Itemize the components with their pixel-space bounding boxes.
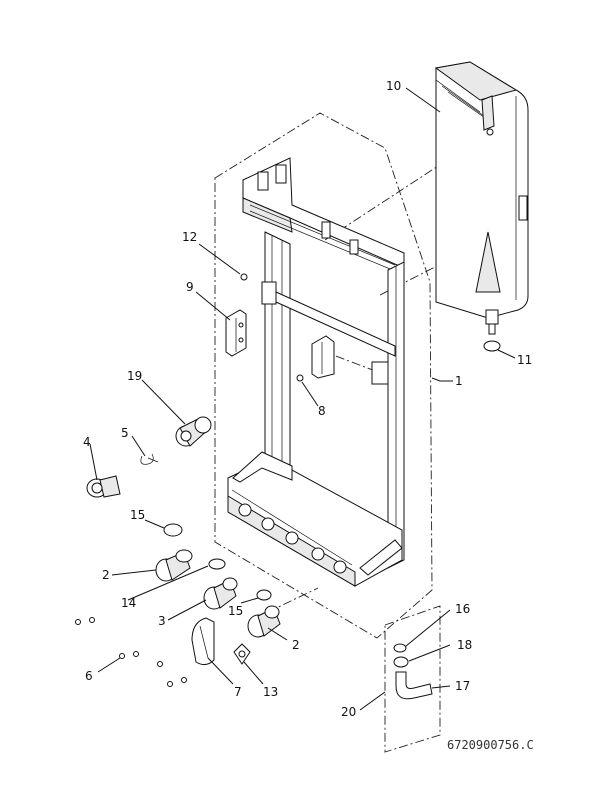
fittings-group-outline bbox=[384, 605, 441, 753]
bracket-part-9 bbox=[225, 309, 247, 357]
label-17: 17 bbox=[455, 679, 470, 693]
label-5: 5 bbox=[121, 426, 129, 440]
leader-lines bbox=[89, 87, 516, 711]
bracket-part-8 bbox=[311, 335, 335, 379]
guide-line bbox=[324, 131, 491, 241]
label-15-right: 15 bbox=[228, 604, 243, 618]
label-3: 3 bbox=[158, 614, 166, 628]
label-14: 14 bbox=[121, 596, 136, 610]
label-13: 13 bbox=[263, 685, 278, 699]
coupling-part-4 bbox=[86, 475, 121, 498]
label-11: 11 bbox=[517, 353, 532, 367]
label-2-left: 2 bbox=[102, 568, 110, 582]
screw-part-8 bbox=[296, 374, 304, 382]
nut-part-18 bbox=[393, 656, 409, 668]
pipe-part-17 bbox=[395, 671, 433, 700]
seal-part-15-right bbox=[256, 589, 272, 601]
label-2-right: 2 bbox=[292, 638, 300, 652]
seal-part-11 bbox=[483, 340, 501, 352]
label-12: 12 bbox=[182, 230, 197, 244]
fitting-part-13 bbox=[233, 643, 251, 665]
label-7: 7 bbox=[234, 685, 242, 699]
label-8: 8 bbox=[318, 404, 326, 418]
document-number: 6720900756.C bbox=[447, 738, 534, 752]
label-16: 16 bbox=[455, 602, 470, 616]
label-10: 10 bbox=[386, 79, 401, 93]
label-18: 18 bbox=[457, 638, 472, 652]
clamp-part-7 bbox=[191, 617, 215, 666]
label-4: 4 bbox=[83, 435, 91, 449]
valve-part-3 bbox=[203, 577, 238, 610]
label-20: 20 bbox=[341, 705, 356, 719]
label-15-left: 15 bbox=[130, 508, 145, 522]
screws-part-6 bbox=[75, 617, 187, 687]
seal-part-16 bbox=[393, 643, 407, 653]
expansion-vessel bbox=[434, 61, 529, 335]
label-1: 1 bbox=[455, 374, 463, 388]
pipe-part-19 bbox=[175, 416, 212, 447]
label-6: 6 bbox=[85, 669, 93, 683]
valve-part-2-right bbox=[247, 605, 281, 638]
label-9: 9 bbox=[186, 280, 194, 294]
screw-part-12 bbox=[240, 273, 248, 281]
clip-part-5 bbox=[140, 453, 159, 465]
valve-part-2-left bbox=[155, 549, 193, 582]
seal-part-14 bbox=[208, 558, 226, 570]
seal-part-15-left bbox=[163, 523, 183, 537]
guide-line bbox=[267, 587, 319, 613]
mounting-frame bbox=[227, 157, 405, 587]
guide-line bbox=[319, 349, 379, 373]
label-19: 19 bbox=[127, 369, 142, 383]
